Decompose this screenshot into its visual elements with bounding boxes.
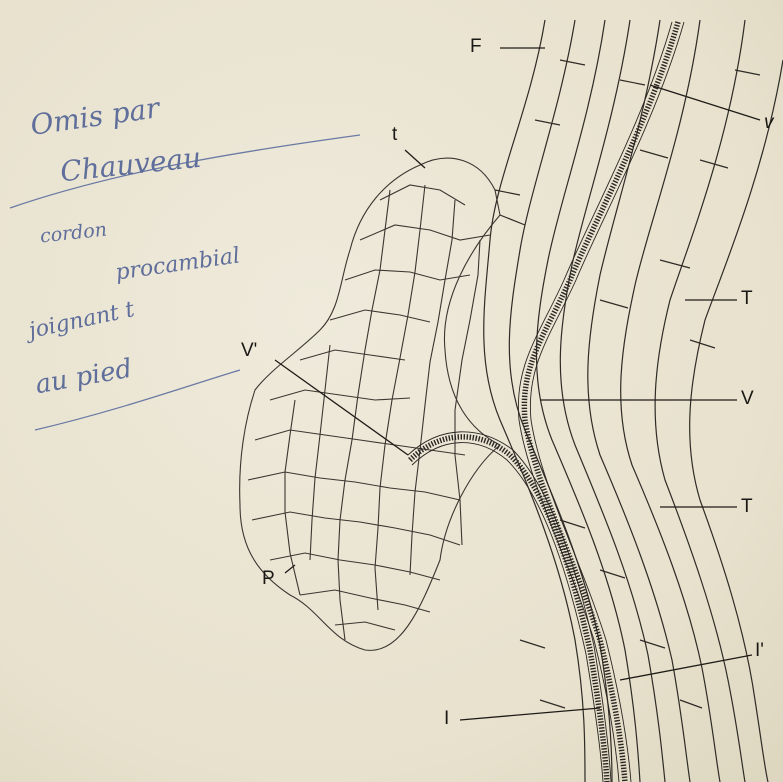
- label-V: V: [741, 388, 754, 410]
- axis-strands: [484, 20, 783, 782]
- label-F: F: [470, 36, 482, 58]
- label-I: I: [444, 708, 449, 730]
- label-t: t: [392, 124, 397, 146]
- label-T-lower: T: [741, 496, 753, 518]
- outgrowth-outline: [240, 158, 500, 650]
- label-v: v: [764, 112, 774, 134]
- label-T-upper: T: [741, 288, 753, 310]
- label-P: P: [262, 568, 275, 590]
- parenchyma-cells: [248, 185, 490, 640]
- label-V-prime: V': [241, 340, 257, 362]
- leader-lines: [275, 48, 760, 720]
- vascular-strands: [408, 22, 684, 782]
- label-I-prime: I': [755, 640, 764, 662]
